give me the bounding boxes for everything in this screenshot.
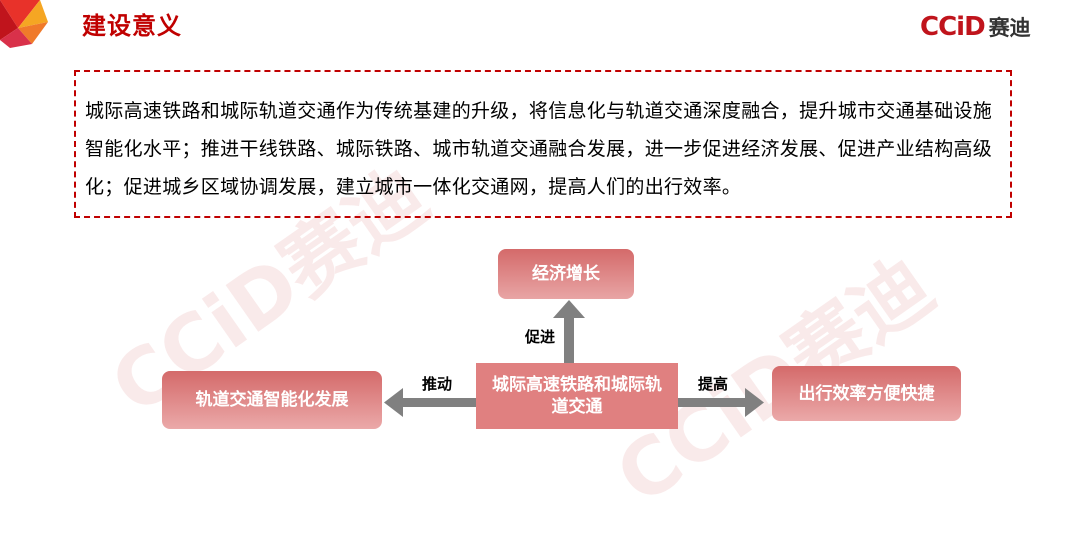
node-travel-efficiency: 出行效率方便快捷 (772, 366, 961, 421)
brand-logo: CCiD 赛迪 (920, 10, 1031, 44)
description-text: 城际高速铁路和城际轨道交通作为传统基建的升级，将信息化与轨道交通深度融合，提升城… (85, 100, 993, 198)
edge-label-drive: 推动 (422, 375, 453, 393)
description-box: 城际高速铁路和城际轨道交通作为传统基建的升级，将信息化与轨道交通深度融合，提升城… (74, 70, 1012, 218)
node-center: 城际高速铁路和城际轨道交通 (476, 363, 678, 429)
node-right-label: 出行效率方便快捷 (798, 383, 935, 404)
node-left-label: 轨道交通智能化发展 (195, 390, 349, 410)
logo-mark: CCiD (920, 12, 986, 42)
edge-label-promote: 促进 (525, 328, 556, 346)
page-title: 建设意义 (82, 12, 182, 40)
node-top-label: 经济增长 (532, 264, 600, 284)
arrow-up (553, 300, 585, 364)
corner-decoration-icon (0, 0, 48, 48)
node-economic-growth: 经济增长 (498, 249, 634, 299)
edge-label-improve: 提高 (698, 375, 729, 393)
logo-text: 赛迪 (988, 16, 1031, 40)
node-center-label: 城际高速铁路和城际轨道交通 (492, 375, 662, 417)
node-intelligent-development: 轨道交通智能化发展 (162, 371, 382, 429)
